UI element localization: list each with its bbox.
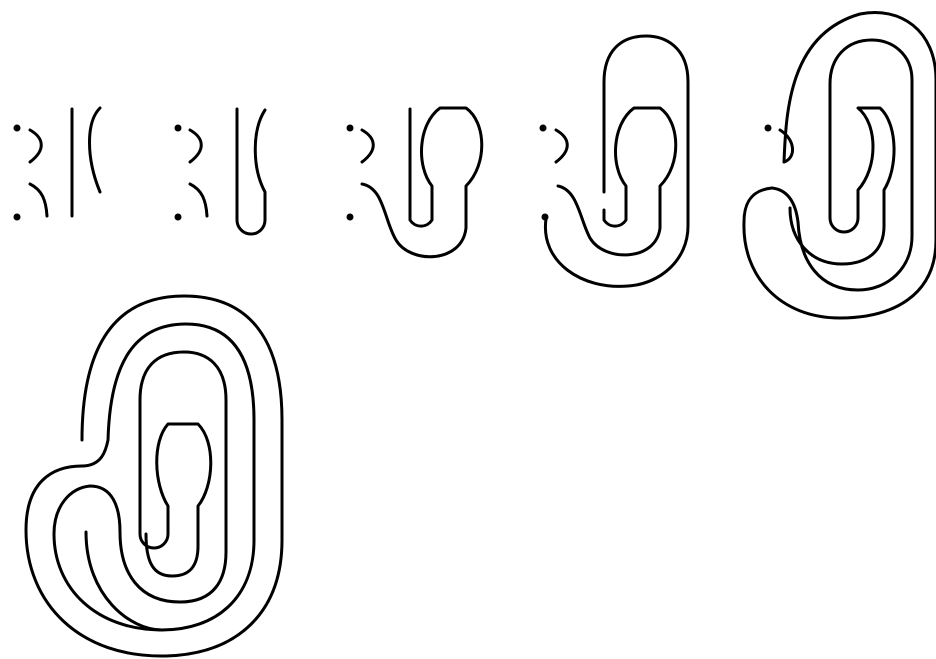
endpoint-dot-bottom <box>347 214 354 221</box>
endpoint-dot-bottom <box>175 214 182 221</box>
strand-arc-lower <box>30 184 47 216</box>
strand-nested-loops <box>772 40 912 290</box>
panel-step-3 <box>347 108 482 257</box>
strand-outermost <box>26 296 282 656</box>
strand-loop <box>362 108 482 257</box>
endpoint-dot-top <box>14 125 21 132</box>
strand-arc-lower <box>190 184 207 216</box>
strand-paren <box>90 108 101 192</box>
panel-step-2 <box>175 109 266 234</box>
strand-arc-upper <box>362 130 373 162</box>
strand-arc-upper <box>556 130 567 162</box>
endpoint-dot-top <box>540 125 547 132</box>
panel-step-6 <box>26 296 282 656</box>
panel-step-4 <box>540 36 689 286</box>
endpoint-dot-bottom <box>14 214 21 221</box>
strand-inner-loop <box>558 108 676 255</box>
strand-hook <box>237 109 265 234</box>
panel-step-5 <box>744 12 936 318</box>
panel-step-1 <box>14 108 101 221</box>
strand-arc-upper <box>30 130 41 162</box>
endpoint-dot-top <box>175 125 182 132</box>
endpoint-dot-top <box>347 125 354 132</box>
endpoint-dot-top <box>765 125 772 132</box>
strand-arc-upper <box>190 130 201 162</box>
strand-nested-loops <box>54 324 254 630</box>
